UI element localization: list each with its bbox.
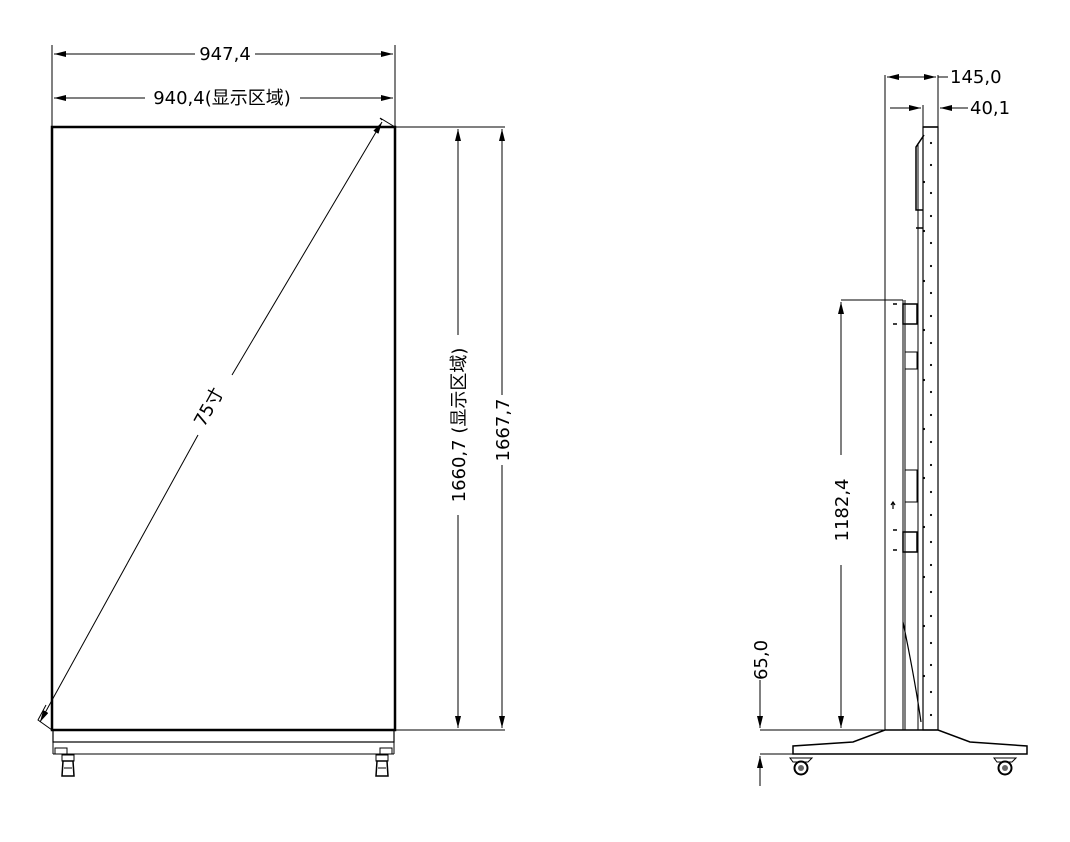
caster-right [375, 754, 389, 777]
stand-column [885, 134, 925, 730]
diagonal-label: 75寸 [190, 384, 228, 430]
display-width-label: 940,4(显示区域) [153, 88, 291, 109]
display-panel-side [922, 126, 939, 731]
front-base [52, 729, 395, 755]
overall-width-label: 947,4 [199, 44, 251, 65]
side-base [792, 729, 1028, 755]
panel-depth-label: 40,1 [970, 98, 1010, 119]
diagonal-dimension: 75寸 [37, 117, 396, 731]
display-height-label: 1660,7 (显示区域) [449, 348, 470, 503]
display-height-dimension: 1660,7 (显示区域) [449, 129, 470, 728]
display-width-dimension: 940,4(显示区域) [54, 88, 393, 109]
ground-clearance-label: 65,0 [751, 640, 772, 680]
side-caster-right [993, 757, 1018, 776]
side-caster-left [789, 757, 814, 776]
ground-clearance-dimension: 65,0 [751, 640, 885, 786]
overall-depth-label: 145,0 [950, 67, 1002, 88]
overall-width-dimension: 947,4 [54, 44, 393, 65]
overall-height-dimension: 1667,7 [493, 129, 514, 728]
mount-height-label: 1182,4 [832, 479, 853, 542]
mount-height-dimension: 1182,4 [832, 299, 885, 728]
overall-depth-dimension: 145,0 [887, 67, 1002, 88]
side-view: 145,0 40,1 [751, 67, 1028, 786]
overall-height-label: 1667,7 [493, 399, 514, 462]
screen-outline [50, 125, 397, 732]
caster-left [61, 754, 75, 777]
panel-depth-dimension: 40,1 [890, 98, 1010, 119]
front-view: 947,4 940,4(显示区域) 75寸 1660,7 (显示区域) [37, 44, 514, 777]
